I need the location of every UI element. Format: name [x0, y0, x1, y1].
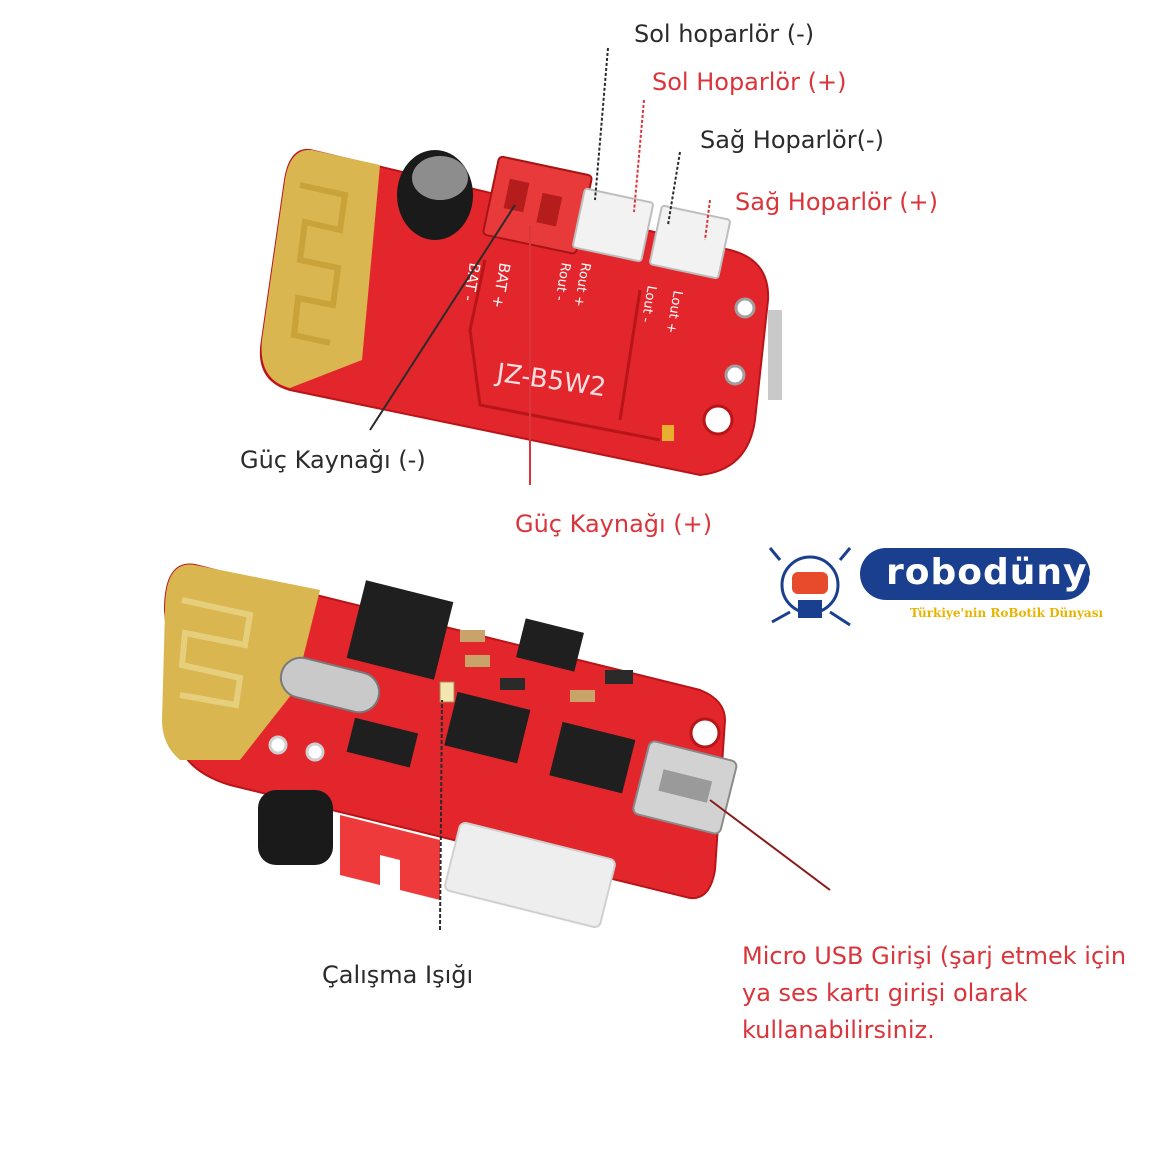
label-status-led: Çalışma Işığı — [322, 961, 474, 989]
speaker-connector-right — [572, 187, 654, 263]
label-power-neg: Güç Kaynağı (-) — [240, 446, 426, 474]
speaker-connector-left — [649, 204, 731, 280]
silk-lout-neg: Lout - — [638, 284, 659, 323]
amp-chip-2 — [549, 721, 636, 794]
label-micro-usb-note: Micro USB Girişi (şarj etmek için ya ses… — [742, 942, 1127, 1044]
amp-chip-1 — [444, 691, 531, 764]
silk-lout-pos: Lout + — [663, 289, 685, 334]
logo-name: robodünya — [886, 552, 1113, 593]
chip-top-right — [516, 618, 584, 672]
mounting-hole — [702, 404, 734, 436]
bottom-board — [162, 563, 738, 929]
label-right-speaker-pos: Sağ Hoparlör (+) — [735, 188, 939, 216]
crystal — [279, 656, 381, 714]
bottom-pointers — [439, 699, 831, 931]
label-power-pos: Güç Kaynağı (+) — [515, 510, 713, 538]
logo-robot-icon — [768, 547, 852, 627]
status-led — [439, 681, 455, 703]
top-antenna — [261, 149, 380, 388]
silk-rout-neg: Rout - — [551, 261, 573, 302]
regulator-chip — [346, 717, 419, 768]
label-right-speaker-neg: Sağ Hoparlör(-) — [700, 126, 884, 154]
main-chip — [346, 580, 454, 680]
label-left-speaker-pos: Sol Hoparlör (+) — [652, 68, 847, 96]
top-board: JZ-B5W2 BAT - BAT + Rout + Rout - Lout -… — [259, 148, 782, 477]
top-antenna-trace — [290, 182, 349, 346]
logo-tagline: Türkiye'nin RoBotik Dünyası — [910, 606, 1104, 620]
logo-badge — [860, 548, 1090, 600]
bottom-antenna — [162, 564, 320, 760]
label-left-speaker-neg: Sol hoparlör (-) — [634, 20, 815, 48]
top-pointers — [369, 47, 711, 485]
